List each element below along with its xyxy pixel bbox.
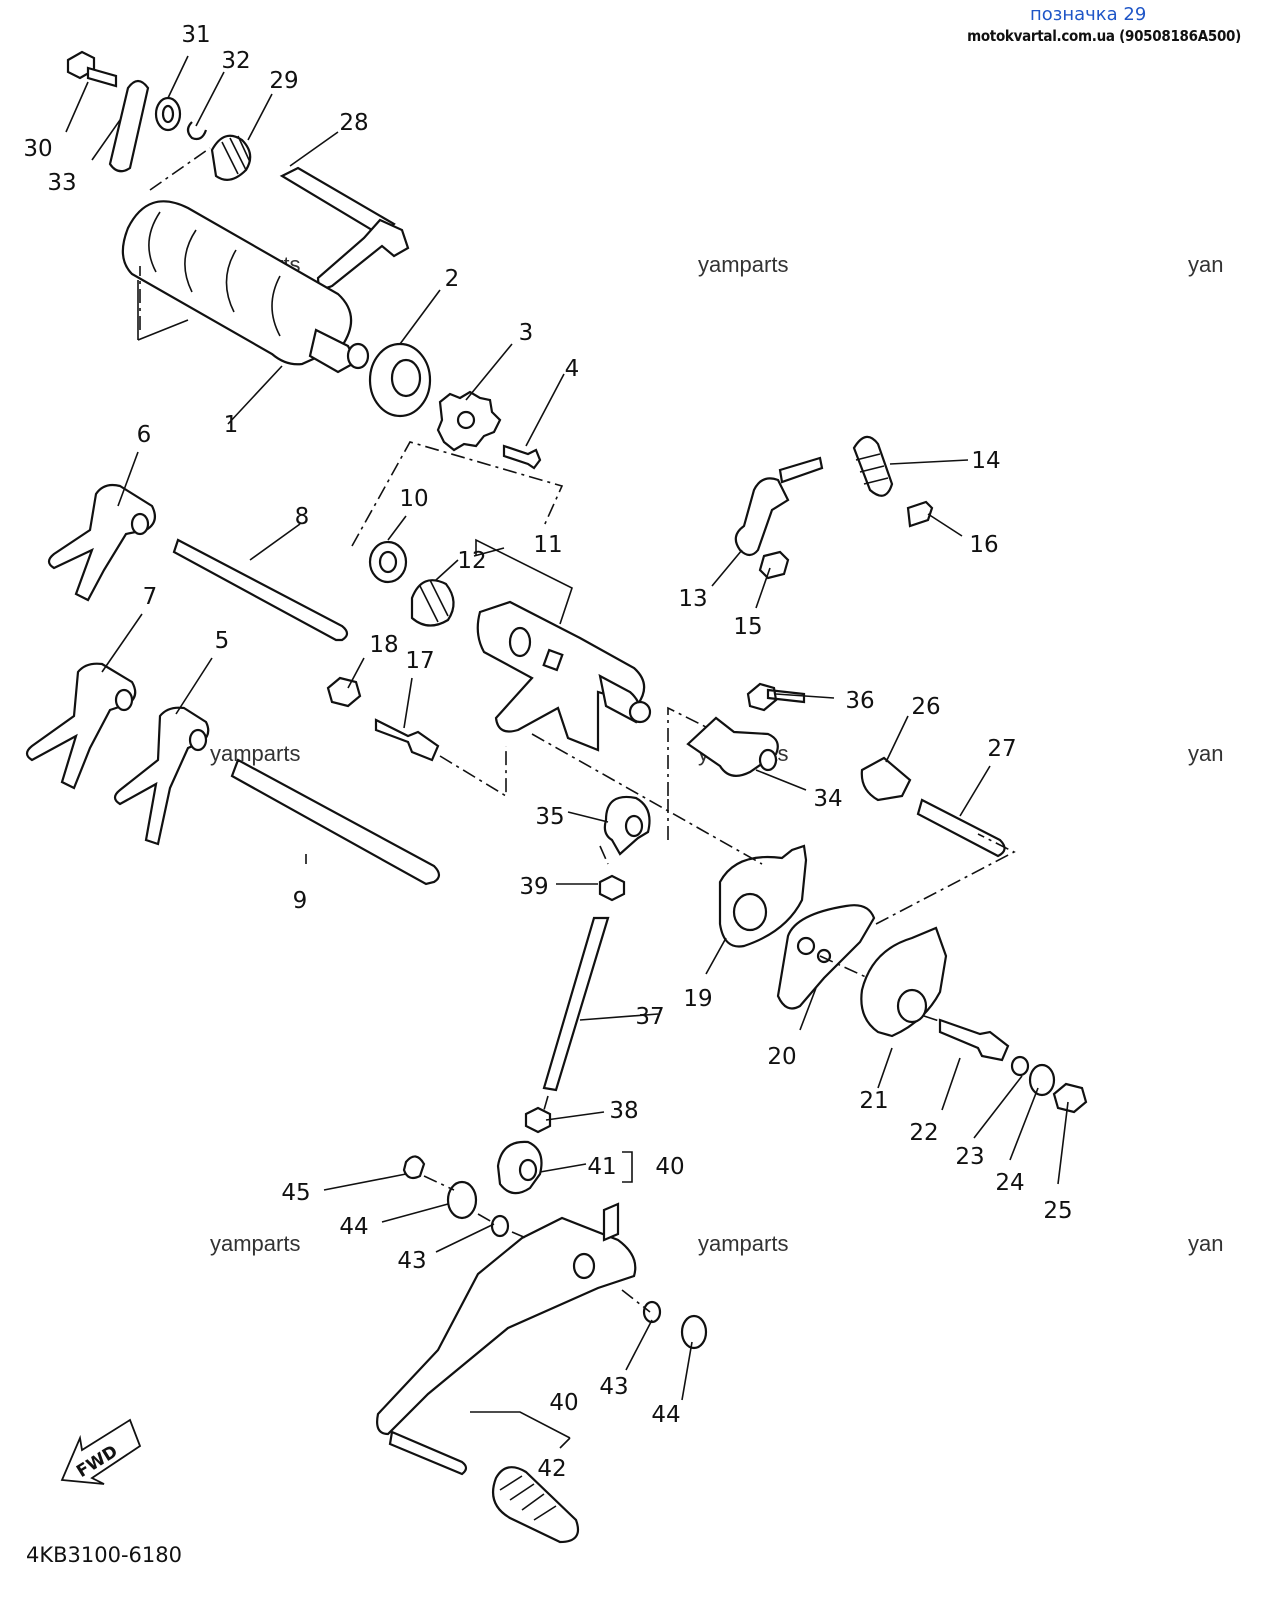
callout-13: 13 [678, 586, 707, 612]
callout-33: 33 [47, 170, 76, 196]
diagram-code: 4KB3100-6180 [26, 1543, 183, 1567]
callout-9: 9 [293, 888, 308, 914]
watermark: yamparts [210, 1231, 301, 1256]
callout-4: 4 [565, 356, 580, 382]
callout-39: 39 [519, 874, 548, 900]
drawing-layer [25, 50, 1088, 1544]
callout-27: 27 [987, 736, 1016, 762]
callout-7: 7 [143, 584, 158, 610]
callout-32: 32 [221, 48, 250, 74]
part-shape [524, 795, 651, 1134]
part-shape [686, 682, 806, 777]
callout-10: 10 [399, 486, 428, 512]
callout-2: 2 [445, 266, 460, 292]
callout-41: 41 [587, 1154, 616, 1180]
part-shape [368, 342, 432, 418]
callout-22: 22 [909, 1120, 938, 1146]
callout-labels: 1 2 3 4 5 6 7 8 9 10 11 12 13 14 15 16 1… [23, 22, 1072, 1482]
part-shape [121, 200, 370, 374]
callout-17: 17 [405, 648, 434, 674]
part-shape [734, 435, 934, 580]
header-source: motokvartal.com.ua (90508186A500) [967, 27, 1241, 45]
callout-29: 29 [269, 68, 298, 94]
callout-11: 11 [533, 532, 562, 558]
callout-37: 37 [635, 1004, 664, 1030]
callout-21: 21 [859, 1088, 888, 1114]
part-shape [402, 1140, 708, 1350]
watermark-cut: yan [1188, 252, 1224, 277]
part-shape [776, 904, 948, 1038]
watermark: yamparts [698, 252, 789, 277]
part-shape [502, 444, 542, 470]
callout-40: 40 [655, 1154, 684, 1180]
watermark: yamparts [210, 741, 301, 766]
callout-19: 19 [683, 986, 712, 1012]
assembly-lines [139, 147, 1016, 1313]
callout-18: 18 [369, 632, 398, 658]
callout-5: 5 [215, 628, 230, 654]
watermark-cut: yan [1188, 741, 1224, 766]
callout-35: 35 [535, 804, 564, 830]
part-shape [436, 390, 502, 452]
watermark-cut: yan [1188, 1231, 1224, 1256]
callout-25: 25 [1043, 1198, 1072, 1224]
part-shape [718, 844, 808, 948]
callout-44: 44 [339, 1214, 368, 1240]
callout-38: 38 [609, 1098, 638, 1124]
callout-14: 14 [971, 448, 1000, 474]
callout-43: 43 [397, 1248, 426, 1274]
callout-15: 15 [733, 614, 762, 640]
callout-8: 8 [295, 504, 310, 530]
callout-45: 45 [281, 1180, 310, 1206]
callout-24: 24 [995, 1170, 1024, 1196]
part-shape [368, 540, 652, 752]
callout-20: 20 [767, 1044, 796, 1070]
part-shape [938, 1018, 1088, 1114]
callout-16: 16 [969, 532, 998, 558]
header-title[interactable]: позначка 29 [1030, 4, 1147, 25]
callout-31: 31 [181, 22, 210, 48]
fwd-arrow-icon [60, 1418, 142, 1485]
callout-12: 12 [457, 548, 486, 574]
callout-30: 30 [23, 136, 52, 162]
part-shape [25, 662, 441, 886]
part-shape [860, 756, 1006, 858]
part-shape [279, 166, 410, 289]
callout-43: 43 [599, 1374, 628, 1400]
part-shape [326, 676, 440, 762]
part-shape [376, 1202, 637, 1544]
part-shape [47, 483, 349, 642]
callout-23: 23 [955, 1144, 984, 1170]
callout-42: 42 [537, 1456, 566, 1482]
callout-44: 44 [651, 1402, 680, 1428]
part-shape [66, 50, 252, 181]
callout-6: 6 [137, 422, 152, 448]
watermark: yamparts [698, 1231, 789, 1256]
callout-28: 28 [339, 110, 368, 136]
callout-3: 3 [519, 320, 534, 346]
callout-36: 36 [845, 688, 874, 714]
callout-1: 1 [224, 412, 239, 438]
callout-26: 26 [911, 694, 940, 720]
leader-lines [65, 55, 1069, 1449]
callout-40: 40 [549, 1390, 578, 1416]
callout-34: 34 [813, 786, 842, 812]
